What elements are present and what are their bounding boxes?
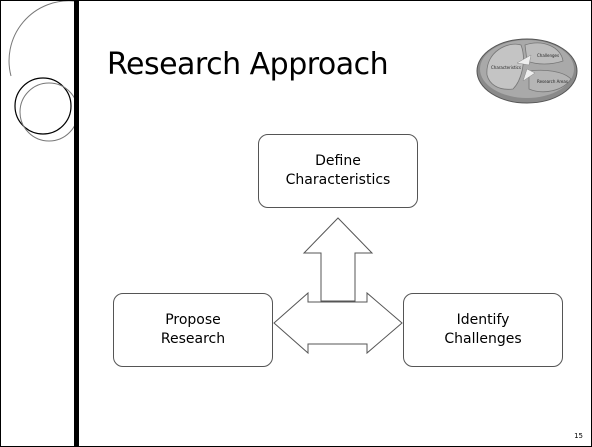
define-characteristics-box: Define Characteristics — [258, 134, 418, 208]
page-number: 15 — [574, 432, 583, 440]
vertical-arrow — [302, 217, 374, 302]
define-characteristics-line1: Define — [315, 153, 361, 169]
logo-label-research-areas: Research Areas — [537, 79, 568, 84]
horizontal-double-arrow — [273, 291, 403, 355]
research-logo-graphic: Characteristics Challenges Research Area… — [476, 38, 578, 104]
propose-research-line1: Propose — [165, 312, 221, 328]
left-decoration — [8, 1, 79, 446]
identify-challenges-line2: Challenges — [444, 331, 522, 347]
propose-research-line2: Research — [160, 331, 226, 347]
logo-label-characteristics: Characteristics — [491, 65, 521, 70]
identify-challenges-line1: Identify — [456, 312, 510, 328]
logo-label-challenges: Challenges — [537, 53, 559, 58]
slide-title: Research Approach — [107, 47, 389, 82]
propose-research-box: Propose Research — [113, 293, 273, 367]
define-characteristics-line2: Characteristics — [285, 172, 391, 188]
identify-challenges-box: Identify Challenges — [403, 293, 563, 367]
